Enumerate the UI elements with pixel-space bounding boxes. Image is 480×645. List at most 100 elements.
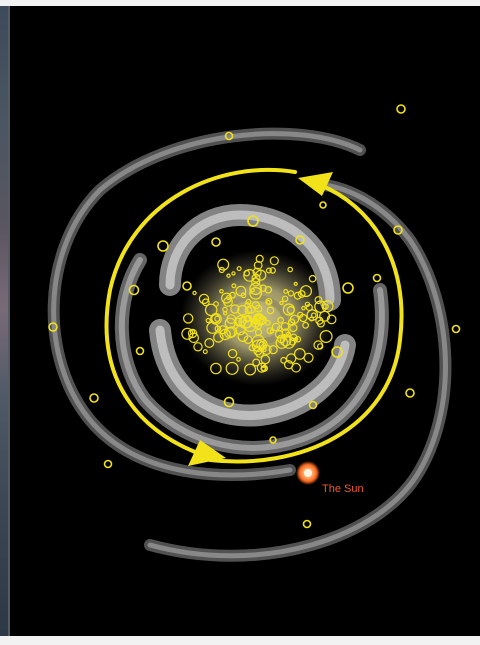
core-star xyxy=(235,325,246,336)
core-star xyxy=(289,323,298,333)
core-star xyxy=(243,335,253,345)
core-star xyxy=(268,345,278,355)
star xyxy=(372,273,382,283)
core-star xyxy=(193,342,203,352)
core-star xyxy=(206,321,219,334)
core-star xyxy=(219,288,224,294)
core-star xyxy=(255,314,263,322)
star xyxy=(342,282,354,294)
star xyxy=(451,324,461,334)
core-star xyxy=(231,271,236,276)
core-star xyxy=(252,267,262,277)
core-star xyxy=(287,318,296,326)
core-star xyxy=(265,267,272,274)
star xyxy=(302,519,312,529)
core-star xyxy=(322,303,329,310)
core-star xyxy=(304,301,311,307)
arrowhead-bottom xyxy=(188,440,226,466)
core-star xyxy=(297,290,306,298)
core-star xyxy=(225,361,239,375)
star xyxy=(48,322,58,332)
core-star xyxy=(286,331,292,337)
core-star xyxy=(224,317,236,329)
core-star xyxy=(254,304,263,313)
middle-arm-hl xyxy=(118,257,385,451)
core-star xyxy=(280,356,288,364)
core-star xyxy=(302,321,310,329)
core-star xyxy=(244,302,251,309)
core-star xyxy=(219,328,231,341)
core-star xyxy=(217,258,230,271)
star xyxy=(308,400,318,410)
core-star xyxy=(192,290,197,296)
core-star xyxy=(251,334,265,348)
core-star xyxy=(202,349,208,355)
core-star xyxy=(265,319,271,326)
core-star xyxy=(284,360,294,370)
core-star xyxy=(262,347,267,353)
core-star xyxy=(231,283,237,289)
arrowhead-top xyxy=(298,172,333,196)
orbit-arrow-right xyxy=(208,183,404,464)
star xyxy=(319,201,327,209)
core-star xyxy=(293,348,306,360)
star xyxy=(405,388,415,398)
star xyxy=(182,281,192,291)
core-star xyxy=(294,336,299,342)
core-star xyxy=(265,298,273,306)
core-star-cluster xyxy=(181,254,337,376)
core-star xyxy=(319,330,333,344)
core-star xyxy=(222,311,228,316)
core-star xyxy=(277,316,285,324)
core-star xyxy=(294,336,302,343)
core-star xyxy=(309,316,315,322)
core-star xyxy=(280,322,290,331)
core-star xyxy=(293,281,298,286)
core-star xyxy=(182,313,194,324)
orbit-arrows xyxy=(104,167,404,466)
core-star xyxy=(293,291,302,300)
core-star xyxy=(310,312,317,319)
core-star xyxy=(249,282,262,296)
sun-marker xyxy=(296,461,320,485)
core-star xyxy=(314,296,323,305)
core-star xyxy=(317,343,324,350)
top-border xyxy=(0,0,480,6)
scattered-stars xyxy=(48,104,461,529)
core-star xyxy=(301,305,306,311)
core-star xyxy=(236,266,242,272)
core-star xyxy=(230,304,240,314)
core-star xyxy=(237,331,249,343)
core-star xyxy=(211,314,221,324)
star xyxy=(247,215,259,227)
core-star xyxy=(204,338,215,349)
core-star xyxy=(259,284,267,292)
outer-arm-top-hl xyxy=(51,131,363,478)
left-edge-line xyxy=(8,6,10,636)
bottom-border xyxy=(0,636,480,645)
core-star xyxy=(279,300,284,306)
core-star xyxy=(300,285,313,298)
core-star xyxy=(233,317,243,327)
star xyxy=(103,459,113,469)
star xyxy=(393,225,403,235)
core-star xyxy=(229,291,236,299)
core-star xyxy=(282,303,295,316)
core-star xyxy=(256,362,267,373)
left-edge-strip xyxy=(0,6,8,636)
star xyxy=(396,104,406,114)
star xyxy=(295,235,305,245)
core-star xyxy=(269,267,277,274)
core-star xyxy=(210,362,222,375)
core-star xyxy=(289,314,300,324)
core-star xyxy=(226,273,231,278)
star xyxy=(135,346,145,356)
core-star xyxy=(251,277,261,287)
core-star xyxy=(274,330,284,339)
core-star xyxy=(252,358,261,367)
core-star xyxy=(266,327,274,335)
spiral-arms xyxy=(47,127,452,562)
core-star xyxy=(201,298,210,307)
sun-label: The Sun xyxy=(322,483,364,495)
